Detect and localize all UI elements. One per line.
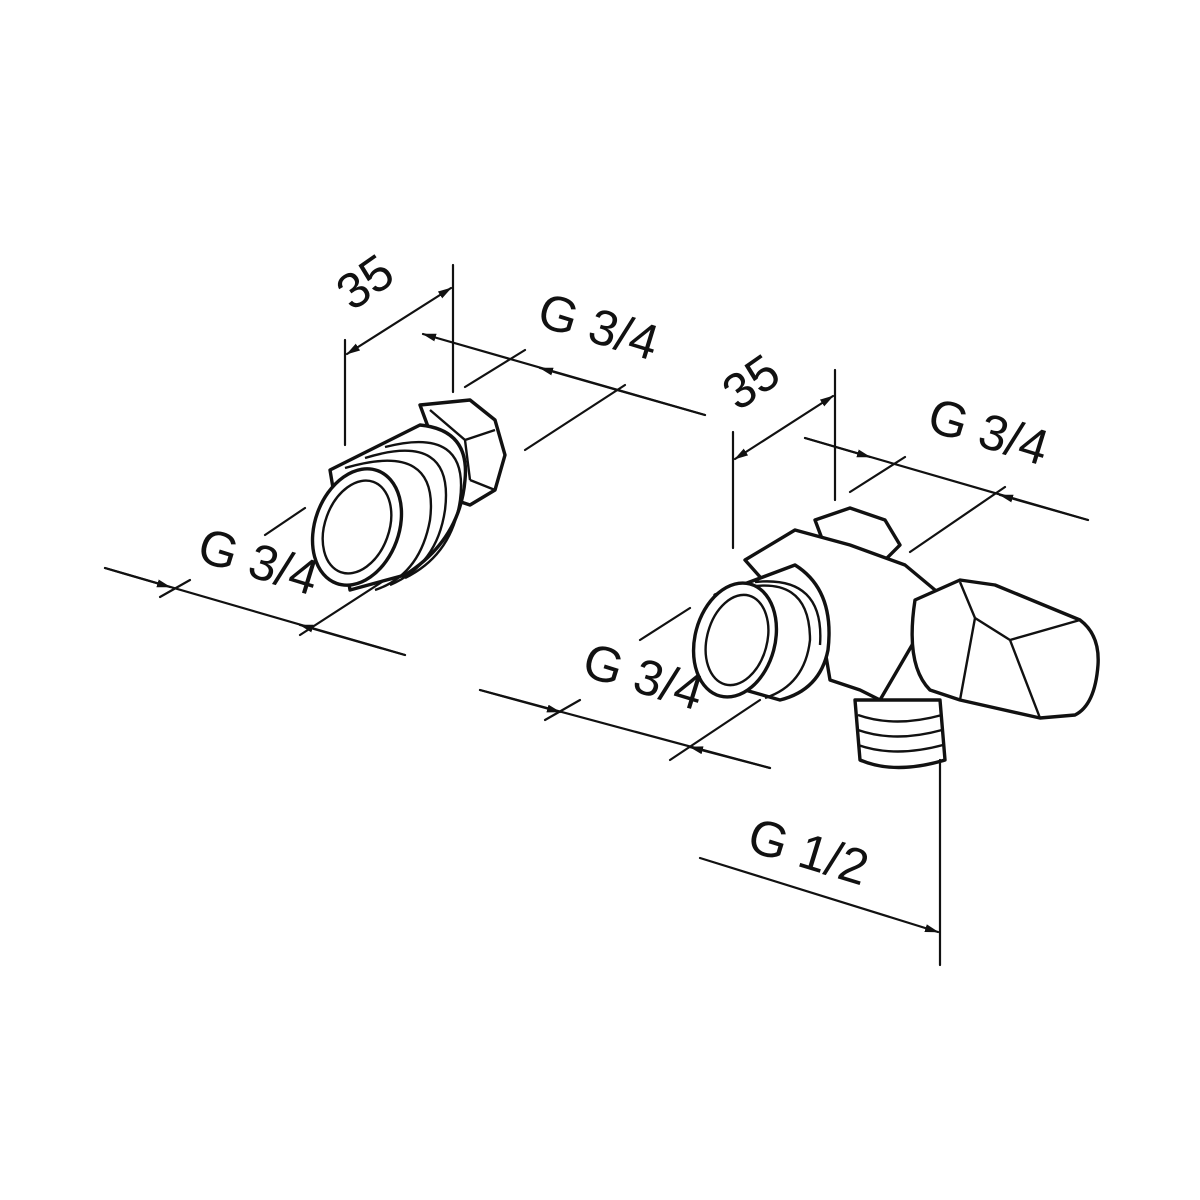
right-angle-valve [691,506,1100,770]
left-bottom-thread-label: G 3/4 [192,517,325,606]
right-bottom-thread-label: G 3/4 [577,632,710,721]
left-top-thread-label: G 3/4 [532,282,665,371]
right-depth-label: 35 [712,343,790,421]
left-depth-label: 35 [326,243,404,321]
outlet-thread-label: G 1/2 [742,807,875,896]
right-top-thread-label: G 3/4 [922,387,1055,476]
left-connector-fitting [310,398,507,592]
